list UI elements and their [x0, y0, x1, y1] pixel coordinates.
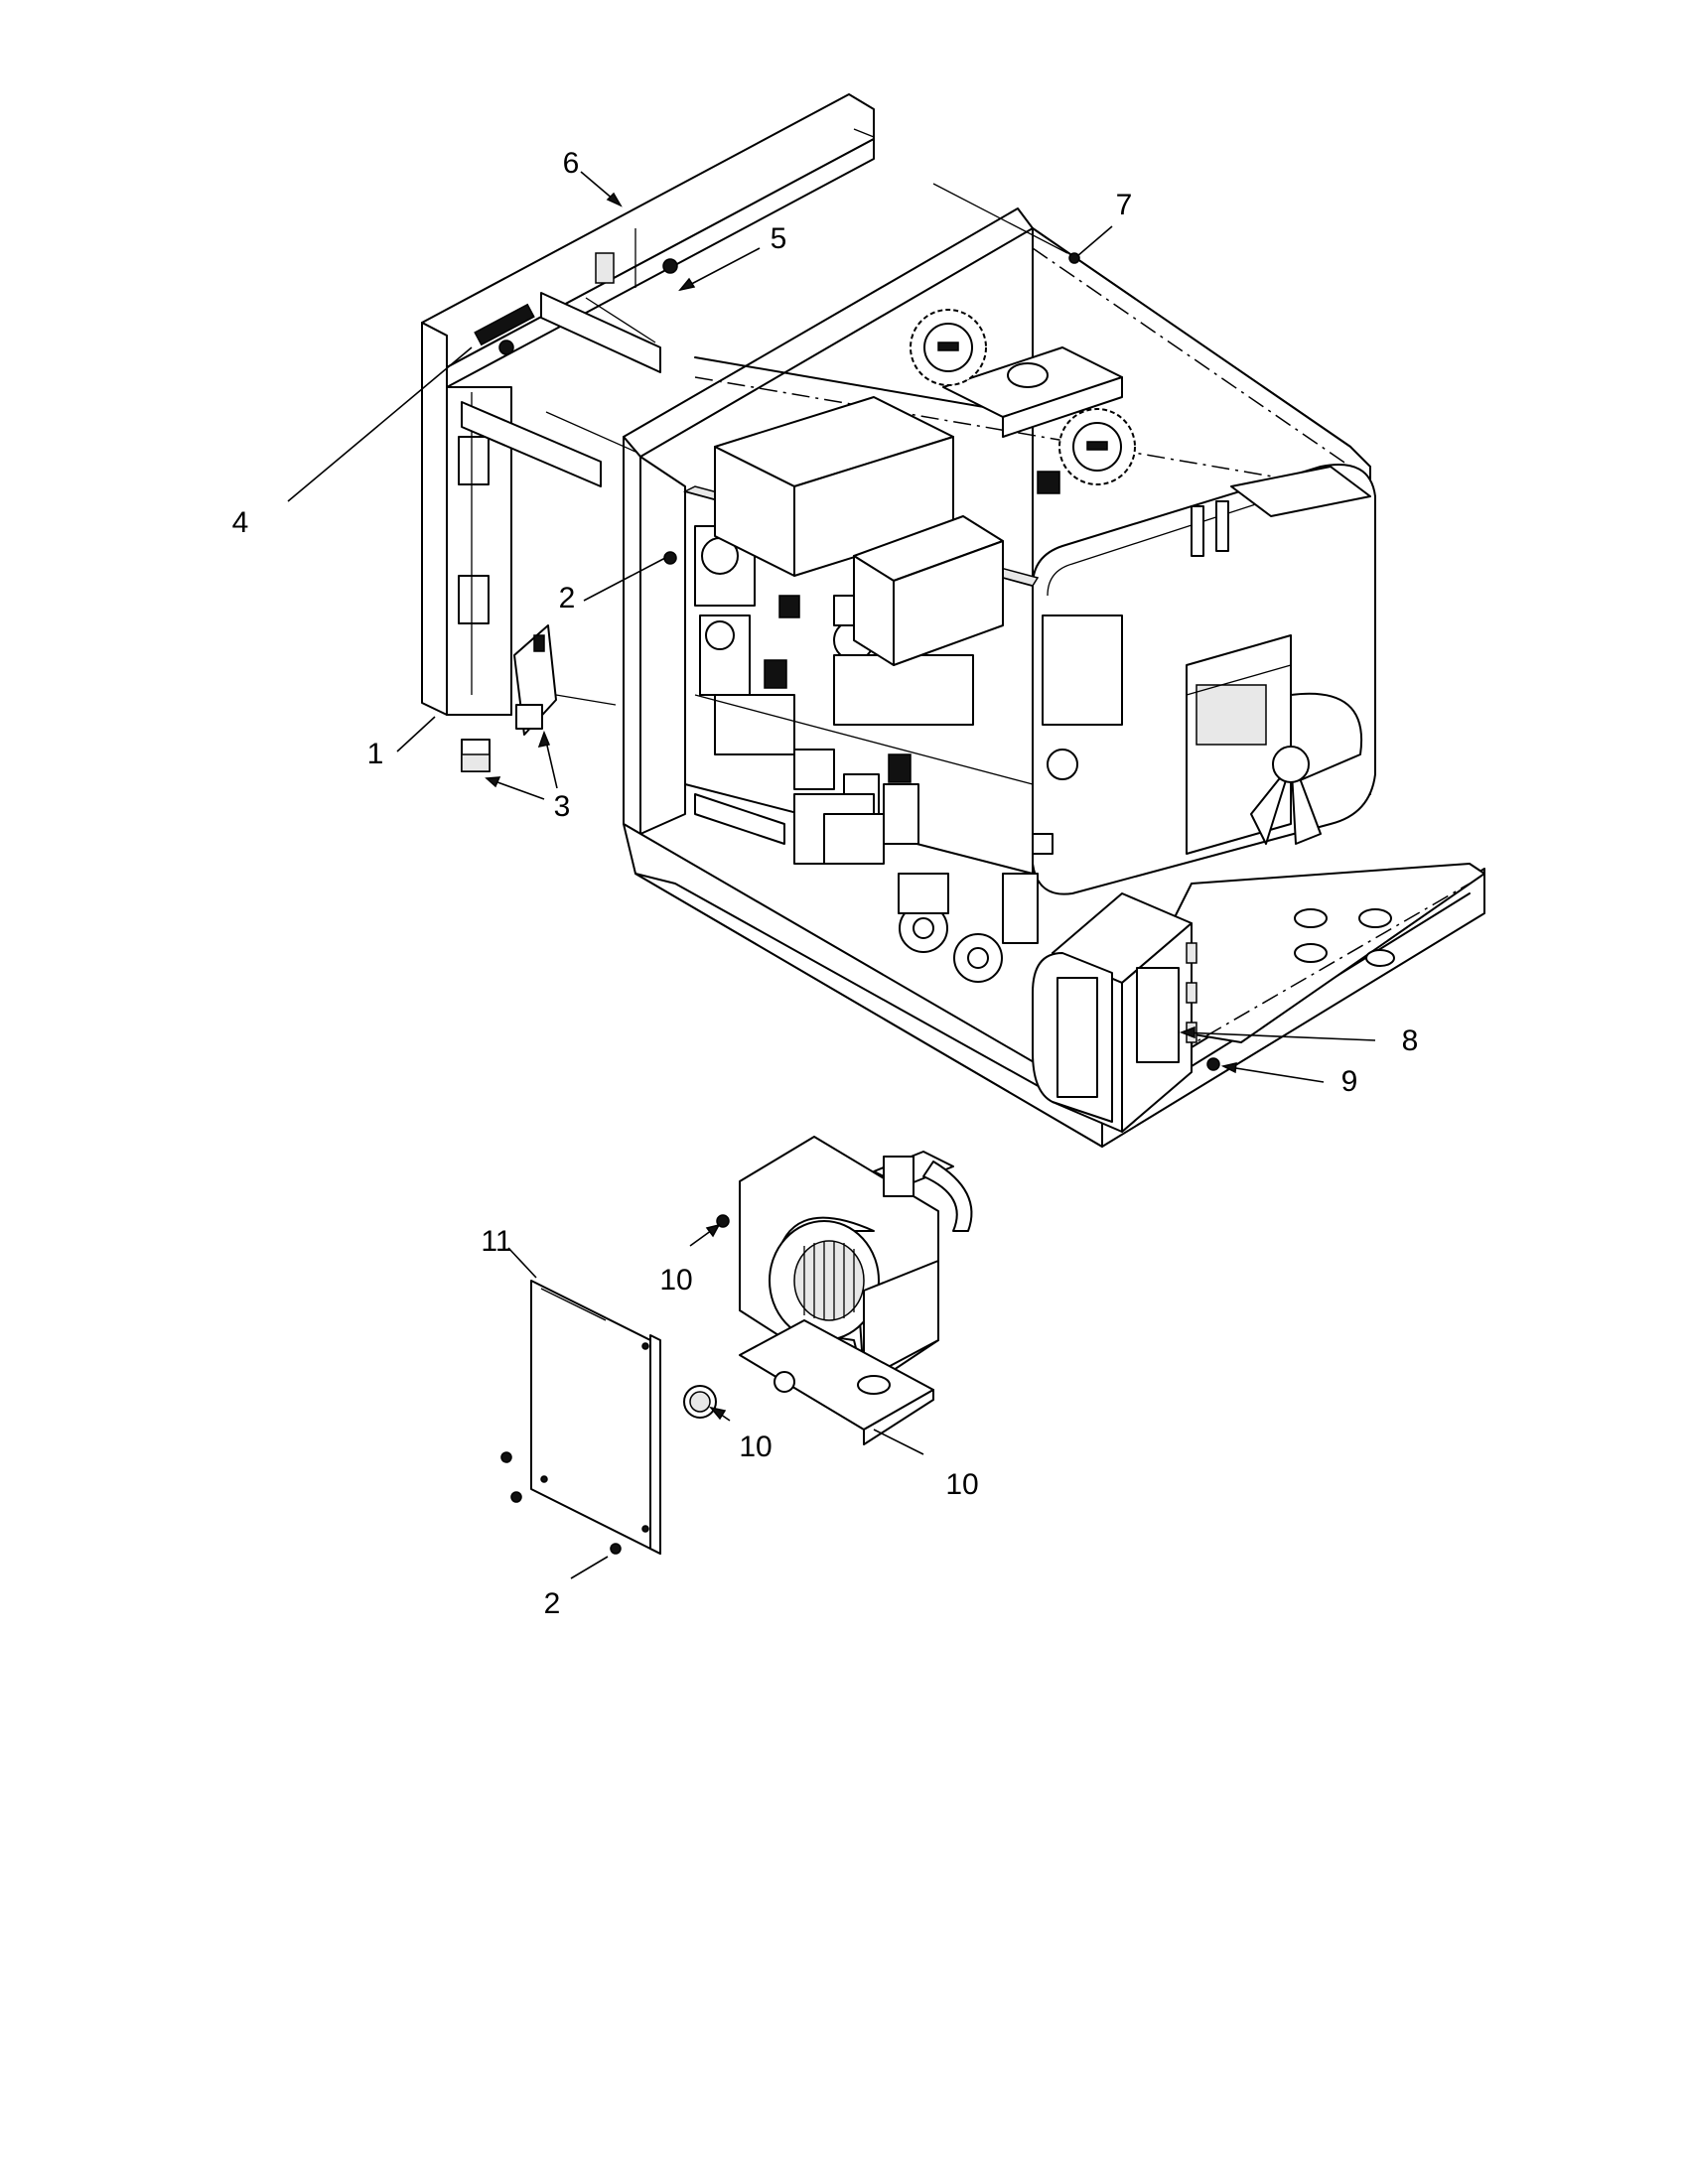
callout-2-lower: 2 — [544, 1587, 561, 1620]
fasteners — [498, 252, 1220, 1071]
cavity-housing — [1032, 464, 1376, 895]
door-frame-assembly — [421, 93, 875, 716]
callout-10-cap: 10 — [739, 1431, 772, 1463]
leader-arrowheads — [485, 192, 1237, 1421]
callout-4: 4 — [232, 506, 249, 539]
base-feet — [1294, 908, 1395, 967]
control-board — [461, 624, 557, 772]
leader-lines — [287, 171, 1376, 1579]
top-shields — [714, 346, 1371, 666]
callout-1: 1 — [367, 738, 384, 770]
blower-wheel-vanes — [803, 1241, 855, 1320]
callout-10-lower: 10 — [945, 1468, 978, 1501]
callout-5: 5 — [771, 222, 787, 255]
transformer — [1032, 892, 1197, 1133]
callout-labels: 1 2 2 3 4 5 6 7 8 9 10 10 10 11 — [232, 147, 1419, 1620]
blower-cap-inner — [689, 1391, 711, 1413]
callout-11: 11 — [481, 1225, 511, 1258]
callout-7: 7 — [1116, 189, 1133, 221]
front-electronics — [694, 749, 1078, 983]
callout-9: 9 — [1341, 1065, 1358, 1098]
callout-10-upper: 10 — [659, 1264, 692, 1297]
assembly-centerlines — [545, 183, 1068, 706]
callout-6: 6 — [563, 147, 580, 180]
callout-8: 8 — [1402, 1024, 1419, 1057]
access-cover-plate — [530, 1280, 661, 1555]
cover-screws — [500, 1451, 622, 1555]
callout-3: 3 — [554, 790, 571, 823]
callout-2-upper: 2 — [559, 582, 576, 614]
blower-assembly — [716, 1136, 973, 1445]
sprocket-wheels — [910, 309, 1136, 485]
